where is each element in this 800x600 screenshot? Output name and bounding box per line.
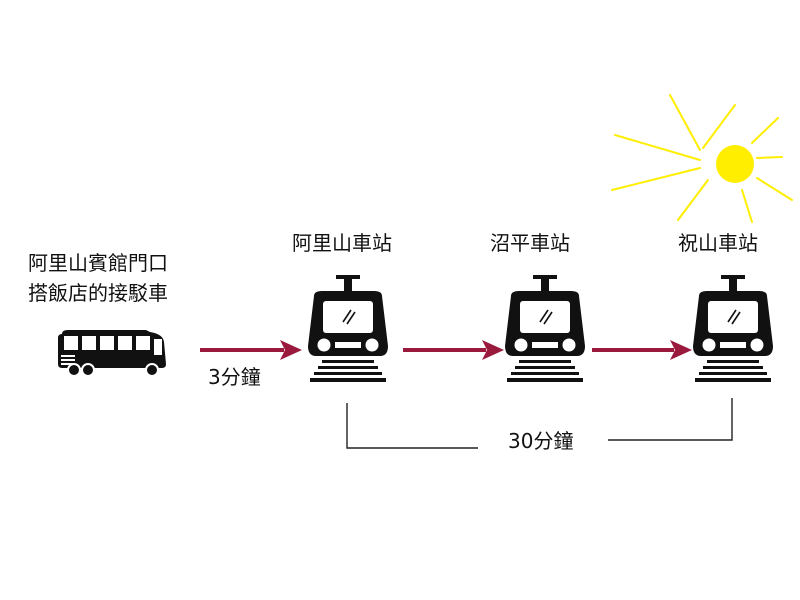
arrow-alishan-to-zhaoping xyxy=(403,340,504,360)
bus-icon xyxy=(58,330,166,377)
sun-icon xyxy=(611,94,793,223)
train-time-label: 30分鐘 xyxy=(506,426,576,456)
train-icon xyxy=(504,274,586,383)
station-label-zhaoping: 沼平車站 xyxy=(490,231,570,255)
origin-label-line2: 搭飯店的接駁車 xyxy=(28,281,168,305)
train-icon xyxy=(307,274,389,383)
station-label-zhushan: 祝山車站 xyxy=(678,231,758,255)
origin-label: 阿里山賓館門口 搭飯店的接駁車 xyxy=(28,248,228,308)
duration-bracket xyxy=(346,398,733,449)
arrow-zhaoping-to-zhushan xyxy=(592,340,692,360)
shuttle-time-label: 3分鐘 xyxy=(208,365,261,389)
origin-label-line1: 阿里山賓館門口 xyxy=(28,251,168,275)
arrow-bus-to-alishan xyxy=(200,340,302,360)
train-icon xyxy=(692,274,774,383)
station-label-alishan: 阿里山車站 xyxy=(292,231,392,255)
